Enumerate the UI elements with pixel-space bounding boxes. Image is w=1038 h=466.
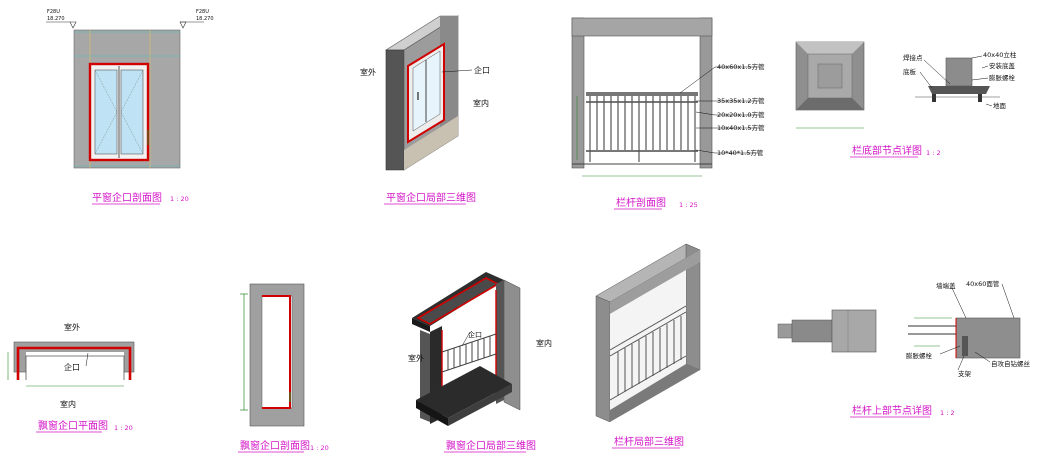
level-value-right: 18.270 xyxy=(196,16,214,22)
label-tongue: 企口 xyxy=(468,330,482,339)
callout-wall-cap: 墙端盖 xyxy=(936,281,956,290)
label-tongue: 企口 xyxy=(64,362,80,372)
label-inside: 室内 xyxy=(473,98,489,108)
label-outside: 室外 xyxy=(360,67,376,77)
callout-2: 35x35x1.2方管 xyxy=(717,96,765,105)
drawing-scale: 1 : 20 xyxy=(114,424,133,432)
drawing-title-railing-section: 栏杆剖面图 xyxy=(616,196,666,209)
label-tongue: 企口 xyxy=(474,65,490,75)
label-inside: 室内 xyxy=(60,399,76,409)
railing-top-detail-drawing: 墙端盖 40x60面管 膨胀螺栓 支架 自攻自钻螺丝 栏杆上部节点详图 1 : … xyxy=(777,279,1031,418)
drawing-title-flat-window-section: 平窗企口剖面图 xyxy=(92,191,162,204)
label-outside: 室外 xyxy=(408,353,424,363)
callout-top-rail: 40x60面管 xyxy=(966,279,1000,288)
label-outside: 室外 xyxy=(64,322,80,332)
level-value-left: 18.270 xyxy=(47,16,65,22)
label-inside: 室内 xyxy=(536,338,552,348)
bay-window-section-drawing: 飘窗企口剖面图 1 : 20 xyxy=(238,283,329,453)
callout-bolt: 膨胀螺栓 xyxy=(906,351,933,360)
callout-cover: 安装底盖 xyxy=(989,61,1016,70)
drawing-title-bay-window-3d: 飘窗企口局部三维图 xyxy=(446,439,536,452)
callout-screw: 自攻自钻螺丝 xyxy=(991,359,1031,368)
callout-3: 20x20x1.0方管 xyxy=(717,110,765,119)
flat-window-section-drawing: F28U 18.270 F28U 18.270 平窗企口剖面图 1 : 20 xyxy=(46,9,214,205)
drawing-title-railing-3d: 栏杆局部三维图 xyxy=(614,435,684,448)
level-tag-left: F28U xyxy=(47,9,60,15)
callout-post: 40x40立柱 xyxy=(983,50,1017,59)
bay-window-plan-drawing: 室外 企口 室内 飘窗企口平面图 1 : 20 xyxy=(7,322,135,433)
callout-bracket: 支架 xyxy=(958,369,972,378)
callout-1: 40x60x1.5方管 xyxy=(717,62,765,71)
railing-section-drawing: 40x60x1.5方管 35x35x1.2方管 20x20x1.0方管 10x4… xyxy=(571,17,765,210)
callout-base-plate: 底板 xyxy=(903,67,917,76)
callout-5: 10*40*1.5方管 xyxy=(717,148,764,157)
drawing-title-flat-window-3d: 平窗企口局部三维图 xyxy=(386,191,476,204)
bay-window-3d-drawing: 企口 室外 室内 飘窗企口局部三维图 xyxy=(408,272,552,453)
drawing-scale: 1 : 2 xyxy=(940,409,955,417)
callout-weld: 焊接点 xyxy=(903,53,923,62)
callout-4: 10x40x1.5方管 xyxy=(717,123,765,132)
callout-bolt: 膨胀螺栓 xyxy=(989,73,1016,82)
level-tag-right: F28U xyxy=(196,9,209,15)
drawing-scale: 1 : 20 xyxy=(310,444,329,452)
drawing-title-railing-top-detail: 栏杆上部节点详图 xyxy=(852,404,932,417)
callout-ground: 地面 xyxy=(993,101,1007,110)
drawing-scale: 1 : 25 xyxy=(679,201,698,209)
railing-3d-drawing: 栏杆局部三维图 xyxy=(595,243,701,449)
railing-base-detail-drawing: 焊接点 底板 40x40立柱 安装底盖 膨胀螺栓 地面 栏底部节点详图 1 : … xyxy=(795,41,1017,158)
drawing-title-railing-base-detail: 栏底部节点详图 xyxy=(852,144,922,157)
drawing-scale: 1 : 2 xyxy=(926,149,941,157)
drawing-title-bay-window-section: 飘窗企口剖面图 xyxy=(240,439,310,452)
drawing-scale: 1 : 20 xyxy=(170,195,189,203)
drawing-title-bay-window-plan: 飘窗企口平面图 xyxy=(38,419,108,432)
flat-window-3d-drawing: 室外 室内 企口 平窗企口局部三维图 xyxy=(360,15,490,205)
